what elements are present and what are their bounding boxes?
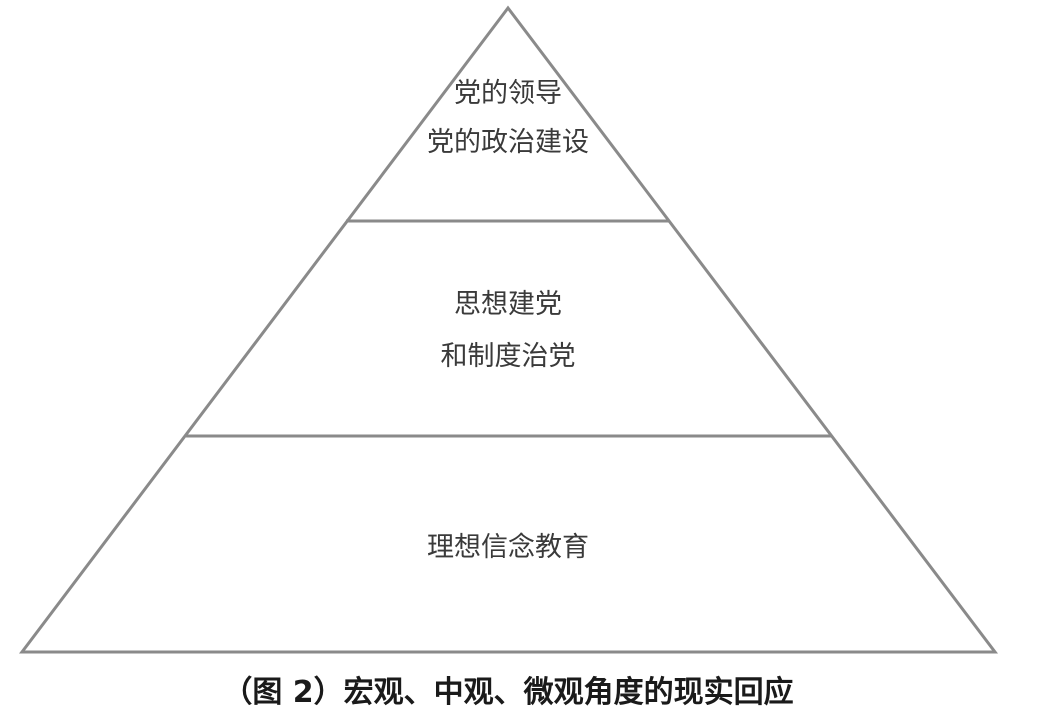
tier-top: 党的领导 党的政治建设: [427, 78, 589, 158]
tier-middle: 思想建党 和制度治党: [441, 289, 576, 372]
pyramid-shape: [18, 5, 999, 654]
tier-middle-line-2: 和制度治党: [441, 341, 576, 372]
tier-top-line-1: 党的领导: [454, 78, 562, 109]
tier-bottom: 理想信念教育: [427, 532, 589, 563]
tier-bottom-line-1: 理想信念教育: [427, 532, 589, 563]
figure-caption: （图 2）宏观、中观、微观角度的现实回应: [222, 675, 793, 710]
pyramid-outline: [18, 5, 999, 654]
tier-middle-line-1: 思想建党: [454, 289, 562, 320]
tier-top-line-2: 党的政治建设: [427, 127, 589, 158]
